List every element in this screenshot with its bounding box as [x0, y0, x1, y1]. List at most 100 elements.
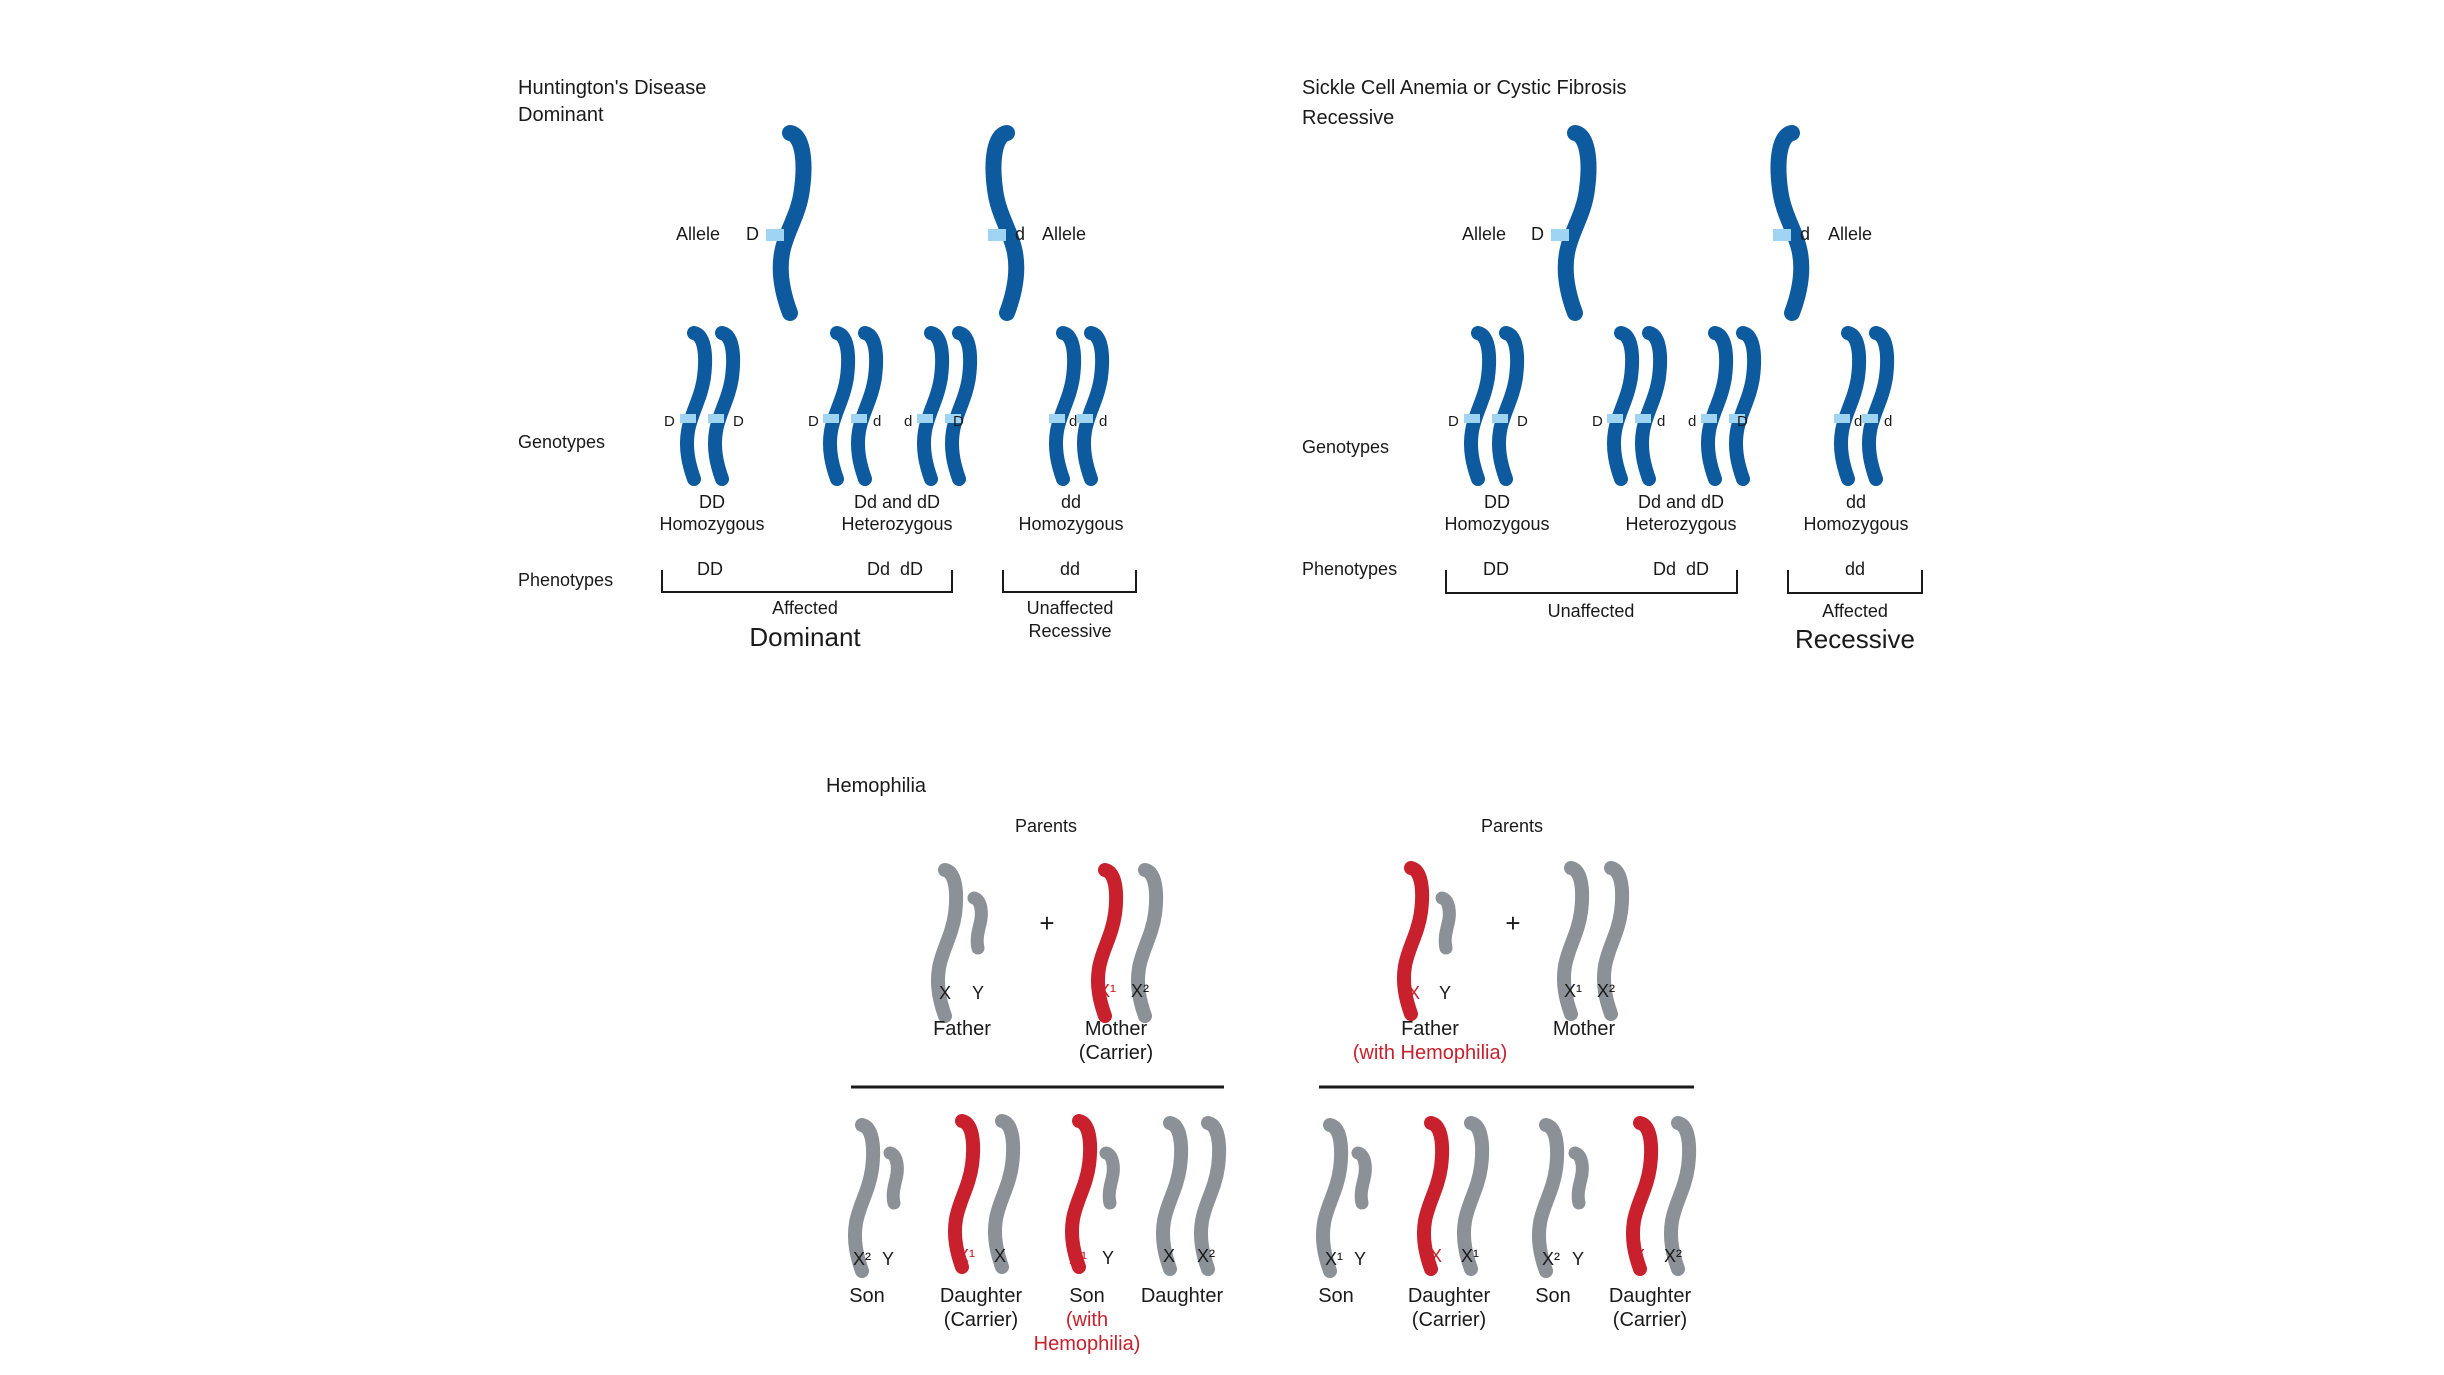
dominant-title: Huntington's Disease [518, 77, 706, 99]
left-father-label: Father [933, 1018, 991, 1040]
dominant-geno-3-code: dd [1061, 492, 1081, 512]
svg-text:D: D [733, 413, 744, 430]
left-child-1-b: Y [882, 1249, 894, 1269]
left-child-3-label: Son [1069, 1285, 1105, 1307]
dominant-pheno-dd: dd [1060, 559, 1080, 579]
recessive-panel: Sickle Cell Anemia or Cystic Fibrosis Re… [1302, 77, 1923, 654]
rec-allele-d-label: d [1800, 224, 1810, 244]
recessive-pheno-dd: dd [1845, 559, 1865, 579]
recessive-bracket-right-big: Recessive [1795, 624, 1915, 654]
right-child-3-label: Son [1535, 1285, 1571, 1307]
right-child-4-a: X [1633, 1246, 1645, 1266]
left-child-3-a: X¹ [1069, 1248, 1087, 1268]
right-father-hemophilia: (with Hemophilia) [1353, 1042, 1508, 1064]
recessive-geno-2-code: Dd and dD [1638, 492, 1724, 512]
svg-text:D: D [664, 413, 675, 430]
left-child-2-carrier: (Carrier) [944, 1309, 1018, 1331]
right-child-1-b: Y [1354, 1249, 1366, 1269]
dominant-bracket-right-label: Unaffected [1027, 598, 1114, 618]
svg-text:D: D [1592, 413, 1603, 430]
left-child-3-sub1: (with [1066, 1309, 1108, 1331]
recessive-genotypes-label: Genotypes [1302, 437, 1389, 457]
rec-genotype-DD-pair: D D [1448, 333, 1528, 479]
genotype-Dd-pair: D d [808, 333, 881, 479]
left-father-x: X [939, 983, 951, 1003]
dominant-genotypes-label: Genotypes [518, 432, 605, 452]
left-child-2-a: X¹ [957, 1246, 975, 1266]
dominant-bracket-left-big: Dominant [749, 622, 861, 652]
dominant-phenotypes-label: Phenotypes [518, 570, 613, 590]
dominant-bracket-left [661, 570, 953, 593]
right-father-label: Father [1401, 1018, 1459, 1040]
recessive-bracket-left-label: Unaffected [1548, 601, 1635, 621]
svg-text:d: d [1884, 413, 1892, 430]
left-child-2-label: Daughter [940, 1285, 1023, 1307]
right-child-2-a: X [1430, 1246, 1442, 1266]
recessive-title: Sickle Cell Anemia or Cystic Fibrosis [1302, 77, 1627, 99]
svg-text:d: d [1069, 413, 1077, 430]
right-child-1-label: Son [1318, 1285, 1354, 1307]
svg-text:d: d [1657, 413, 1665, 430]
left-mother-x2: X² [1131, 981, 1149, 1001]
dominant-geno-3-desc: Homozygous [1018, 514, 1123, 534]
dominant-geno-1-code: DD [699, 492, 725, 512]
genotype-dd-pair: d d [1049, 333, 1107, 479]
recessive-bracket-right-label: Affected [1822, 601, 1888, 621]
right-child-2-label: Daughter [1408, 1285, 1491, 1307]
rec-genotype-Dd-pair: D d [1592, 333, 1665, 479]
left-plus-sign: + [1039, 908, 1054, 938]
hemophilia-title: Hemophilia [826, 775, 927, 797]
rec-genotype-dD-pair: d D [1688, 333, 1754, 479]
right-mother-label: Mother [1553, 1018, 1616, 1040]
svg-text:D: D [1517, 413, 1528, 430]
left-child-4-a: X [1163, 1246, 1175, 1266]
recessive-subtitle: Recessive [1302, 107, 1394, 129]
right-father-x: X [1408, 983, 1420, 1003]
dominant-geno-2-desc: Heterozygous [841, 514, 952, 534]
rec-allele-D-chromosome [1551, 133, 1589, 313]
right-mother-x1: X¹ [1564, 981, 1582, 1001]
left-father-y: Y [972, 983, 984, 1003]
recessive-bracket-right [1787, 570, 1923, 594]
recessive-geno-3-desc: Homozygous [1803, 514, 1908, 534]
right-child-1-a: X¹ [1325, 1249, 1343, 1269]
recessive-pheno-DD: DD [1483, 559, 1509, 579]
right-child-3-a: X² [1542, 1249, 1560, 1269]
svg-text:d: d [1688, 413, 1696, 430]
recessive-geno-1-code: DD [1484, 492, 1510, 512]
right-parents-label: Parents [1481, 816, 1543, 836]
dominant-pheno-DD: DD [697, 559, 723, 579]
allele-label-left: Allele [676, 224, 720, 244]
right-child-4-label: Daughter [1609, 1285, 1692, 1307]
recessive-bracket-left [1445, 570, 1738, 594]
left-child-3-chromosomes [1072, 1121, 1113, 1267]
right-child-2-b: X¹ [1461, 1246, 1479, 1266]
rec-allele-label-left: Allele [1462, 224, 1506, 244]
dominant-panel: Huntington's Disease Dominant Allele D d… [518, 77, 1137, 652]
dominant-subtitle: Dominant [518, 104, 604, 126]
left-mother-x1: X¹ [1098, 981, 1116, 1001]
right-child-4-b: X² [1664, 1246, 1682, 1266]
svg-text:D: D [953, 413, 964, 430]
right-mother-x2: X² [1597, 981, 1615, 1001]
recessive-geno-3-code: dd [1846, 492, 1866, 512]
svg-text:d: d [1854, 413, 1862, 430]
rec-genotype-dd-pair: d d [1834, 333, 1892, 479]
left-child-3-b: Y [1102, 1248, 1114, 1268]
dominant-geno-1-desc: Homozygous [659, 514, 764, 534]
left-child-2-b: X [994, 1246, 1006, 1266]
recessive-phenotypes-label: Phenotypes [1302, 559, 1397, 579]
right-child-2-carrier: (Carrier) [1412, 1309, 1486, 1331]
rec-allele-label-right: Allele [1828, 224, 1872, 244]
allele-d-label: d [1015, 224, 1025, 244]
recessive-geno-2-desc: Heterozygous [1625, 514, 1736, 534]
left-child-4-b: X² [1197, 1246, 1215, 1266]
left-child-1-a: X² [853, 1249, 871, 1269]
left-parents-label: Parents [1015, 816, 1077, 836]
allele-label-right: Allele [1042, 224, 1086, 244]
right-plus-sign: + [1505, 908, 1520, 938]
right-child-3-b: Y [1572, 1249, 1584, 1269]
recessive-pheno-Dd-dD: Dd dD [1653, 559, 1709, 579]
